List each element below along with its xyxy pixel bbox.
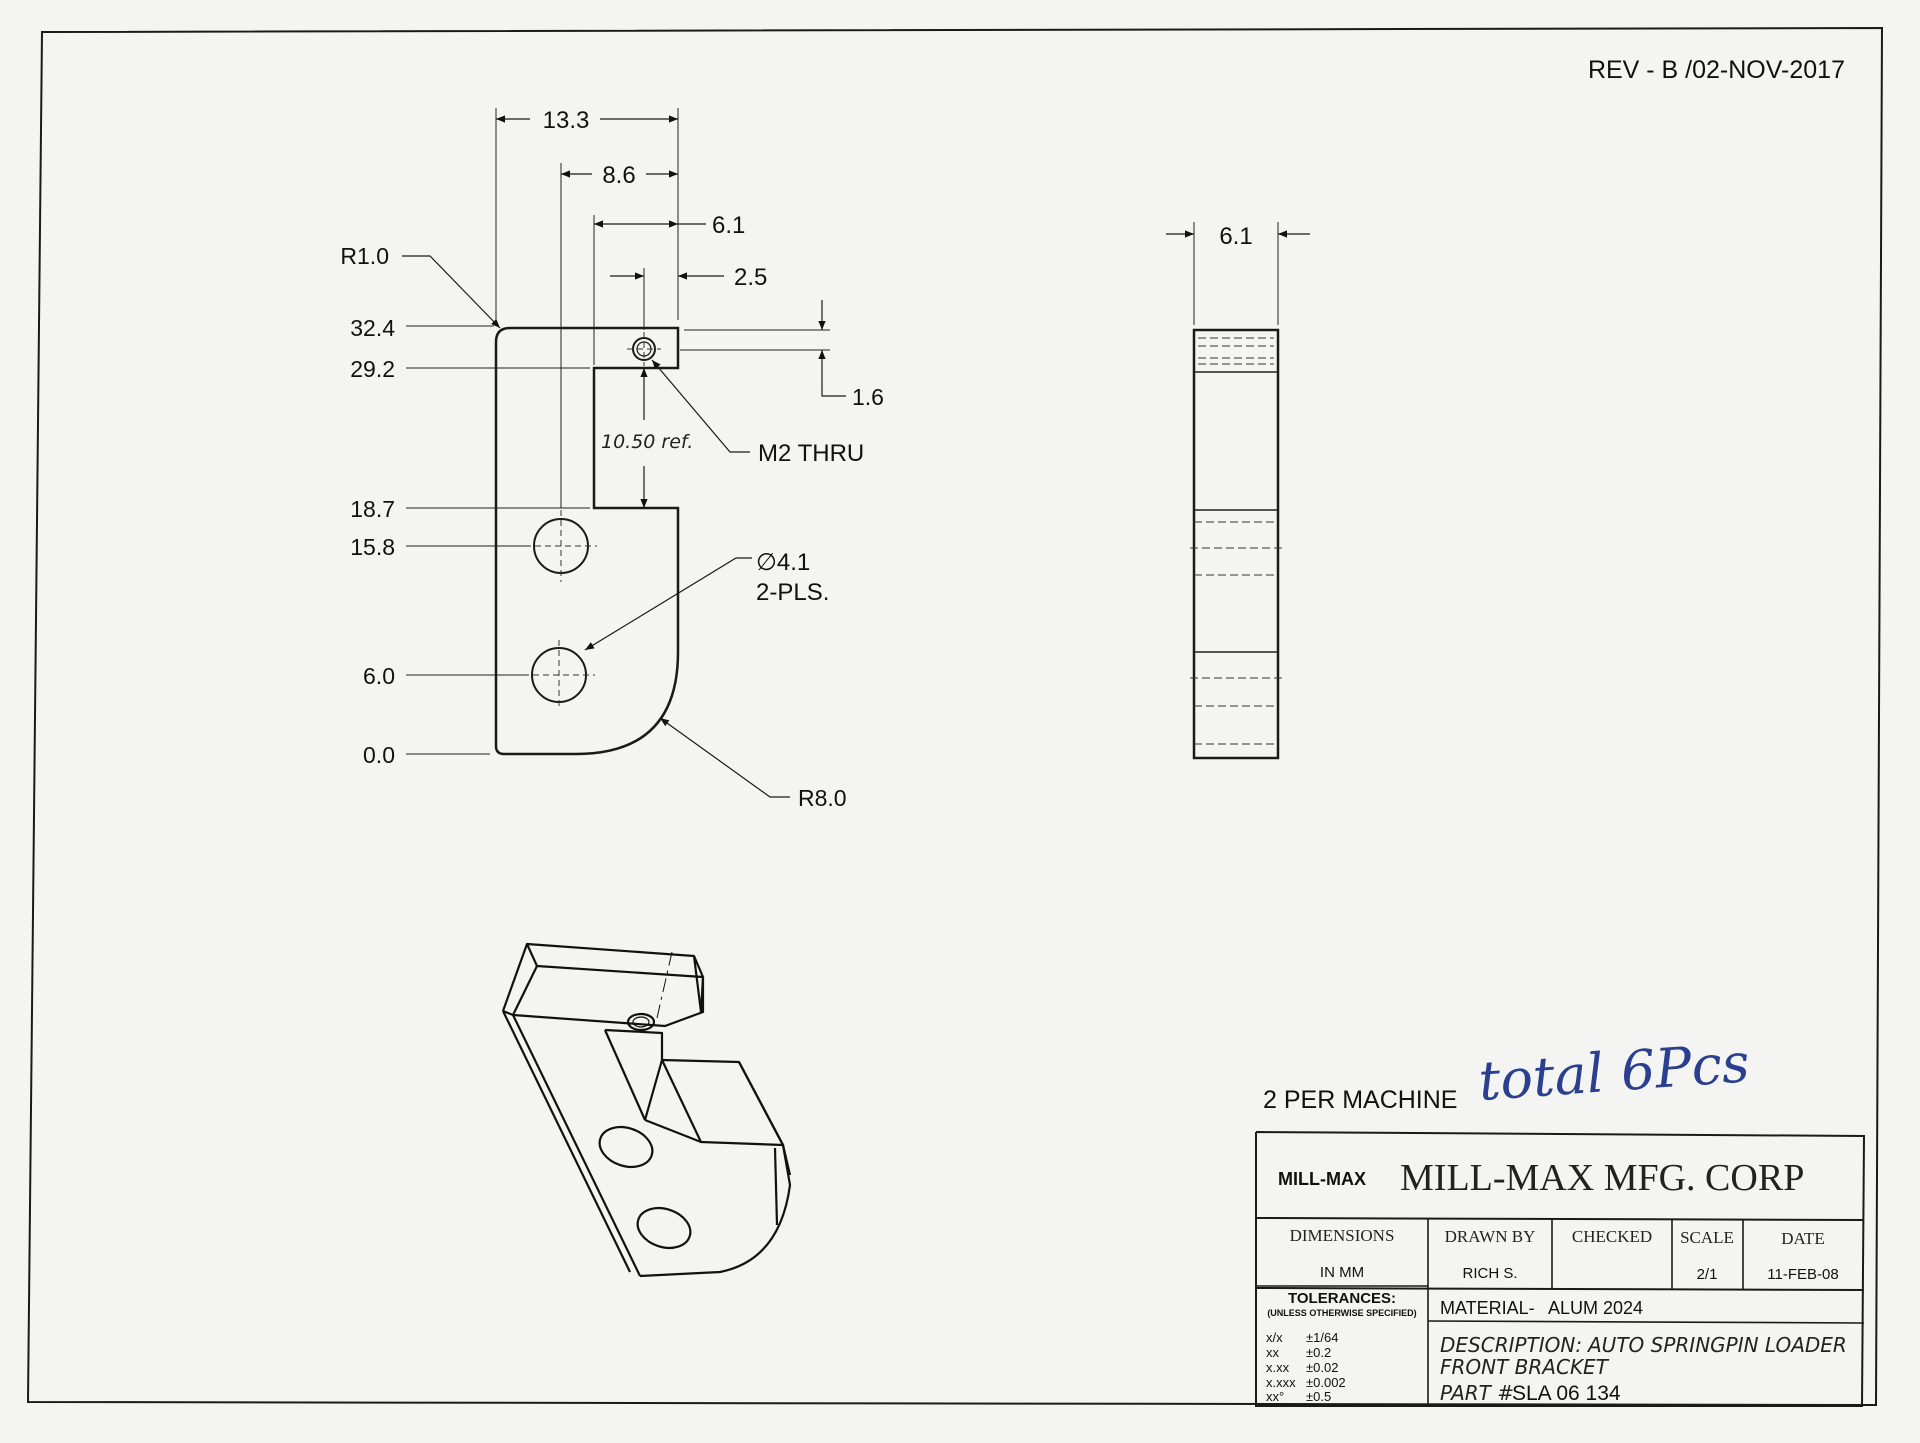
dim-10-50-ref: 10.50 ref.	[601, 431, 693, 453]
isometric-view	[501, 942, 792, 1278]
tolerances-title: TOLERANCES:	[1288, 1290, 1396, 1307]
hole-count: 2-PLS.	[756, 579, 829, 606]
dimensions-label: DIMENSIONS	[1290, 1226, 1395, 1245]
company-logo: MILL-MAX	[1278, 1169, 1366, 1189]
scale-value: 2/1	[1697, 1266, 1718, 1283]
dim-18-7: 18.7	[350, 496, 395, 522]
company-name: MILL-MAX MFG. CORP	[1400, 1157, 1804, 1199]
tolerance-format: x/x	[1266, 1330, 1283, 1345]
tolerance-value: ±0.002	[1306, 1375, 1346, 1390]
revision-label: REV - B /02-NOV-2017	[1588, 56, 1845, 84]
dim-6-1-side: 6.1	[1219, 223, 1252, 250]
tolerance-value: ±0.5	[1306, 1389, 1331, 1404]
side-view: 6.1	[1166, 222, 1310, 760]
title-block: MILL-MAX MILL-MAX MFG. CORP DIMENSIONS I…	[1255, 1131, 1866, 1407]
part-label: PART #	[1440, 1381, 1514, 1405]
handwritten-note: total 6Pcs	[1477, 1031, 1752, 1113]
dimensions-value: IN MM	[1320, 1264, 1364, 1281]
checked-label: CHECKED	[1572, 1227, 1652, 1246]
dim-6-0: 6.0	[363, 663, 395, 689]
dim-15-8: 15.8	[350, 534, 395, 560]
drawn-by-value: RICH S.	[1462, 1265, 1517, 1282]
description-line1: AUTO SPRINGPIN LOADER	[1586, 1333, 1847, 1357]
drawn-by-label: DRAWN BY	[1445, 1227, 1536, 1246]
tolerances-sub: (UNLESS OTHERWISE SPECIFIED)	[1267, 1308, 1416, 1318]
dim-32-4: 32.4	[350, 315, 395, 341]
dim-6-1-front: 6.1	[712, 212, 745, 239]
dim-13-3: 13.3	[543, 107, 590, 134]
dim-1-6: 1.6	[852, 384, 884, 410]
tolerance-format: xx	[1266, 1345, 1280, 1360]
dim-0-0: 0.0	[363, 742, 395, 768]
tolerance-value: ±0.02	[1306, 1360, 1338, 1375]
dim-29-2: 29.2	[350, 356, 395, 382]
front-view-outline	[494, 326, 680, 756]
material-value: ALUM 2024	[1548, 1298, 1643, 1318]
description-line2: FRONT BRACKET	[1440, 1355, 1610, 1379]
tolerance-format: x.xx	[1266, 1360, 1290, 1375]
tolerance-format: x.xxx	[1266, 1375, 1296, 1390]
material-label: MATERIAL-	[1440, 1298, 1535, 1318]
dim-8-6: 8.6	[602, 162, 635, 189]
part-value: SLA 06 134	[1512, 1382, 1621, 1405]
sheet-border	[26, 26, 1884, 1407]
side-view-outline	[1192, 328, 1280, 760]
date-value: 11-FEB-08	[1767, 1266, 1838, 1283]
tolerance-value: ±1/64	[1306, 1330, 1338, 1345]
scale-label: SCALE	[1680, 1228, 1734, 1247]
tolerance-format: xx°	[1266, 1389, 1284, 1404]
tolerance-table: x/x ±1/64 xx ±0.2 x.xx ±0.02 x.xxx ±0.00…	[1266, 1330, 1346, 1404]
front-view: 13.3 8.6 6.1 2.5 32.4 29.2 18.7 15.8 6.0…	[340, 107, 884, 811]
radius-r8: R8.0	[798, 785, 847, 811]
radius-r1: R1.0	[340, 243, 389, 269]
quantity-note: 2 PER MACHINE	[1263, 1086, 1457, 1114]
dim-2-5: 2.5	[734, 264, 767, 291]
m2-thru-callout: M2 THRU	[758, 440, 864, 467]
hole-diameter: ∅4.1	[756, 549, 810, 576]
date-label: DATE	[1781, 1229, 1824, 1248]
tolerance-value: ±0.2	[1306, 1345, 1331, 1360]
description-label: DESCRIPTION:	[1440, 1333, 1582, 1357]
